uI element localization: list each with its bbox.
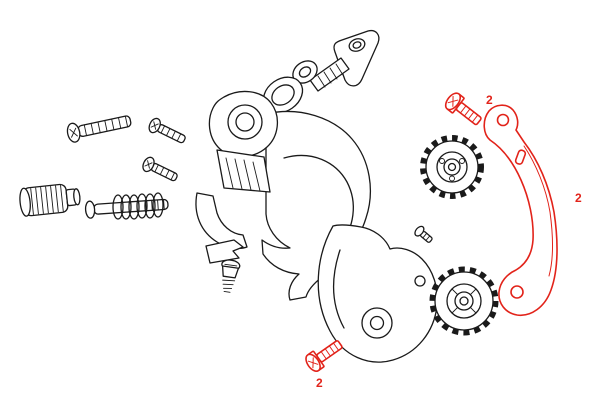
upper-pulley-wheel: [420, 135, 484, 199]
limit-screw-b: [142, 156, 178, 182]
spring: [112, 192, 164, 220]
outer-cage-screw-upper: [444, 92, 482, 126]
barrel-adjuster: [19, 183, 81, 217]
callout-label-lower-screw: 2: [316, 376, 323, 390]
limit-screw-a: [148, 117, 186, 144]
cable-anchor-clip: [205, 239, 244, 264]
b-bolt: [309, 57, 350, 92]
limit-screw-long: [66, 115, 132, 143]
callout-label-upper-screw: 2: [486, 93, 493, 107]
outer-cage-plate: [483, 104, 558, 316]
inner-cage-plate: [317, 224, 439, 363]
pivot-cylinder: [262, 60, 318, 114]
anchor-bolt: [221, 259, 241, 293]
callout-label-cage-plate: 2: [575, 191, 582, 205]
small-setscrew: [414, 225, 433, 243]
lower-pulley-wheel: [429, 266, 499, 336]
outer-cage-screw-lower: [305, 340, 343, 372]
